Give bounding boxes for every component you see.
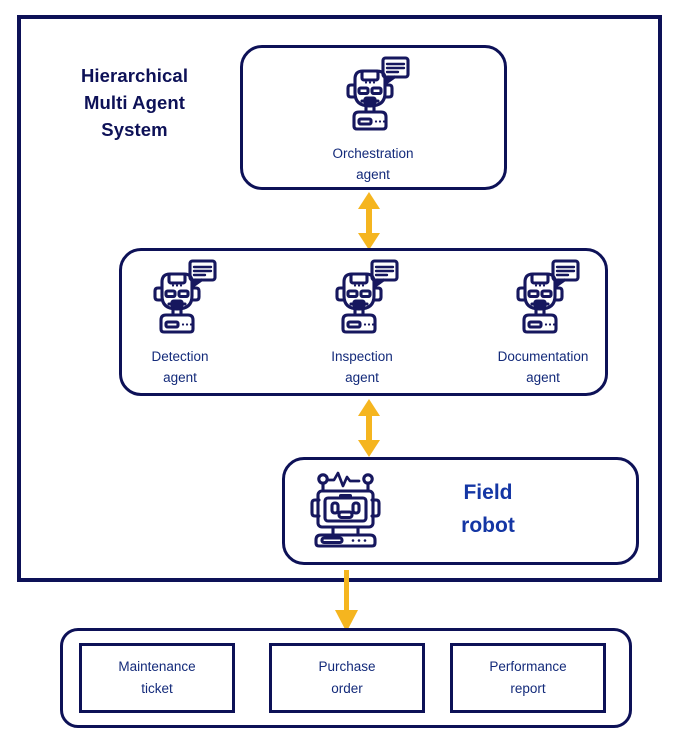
chatbot-agent-icon bbox=[128, 258, 232, 343]
field-robot-icon bbox=[308, 470, 388, 553]
orchestration-agent-label-line-1: Orchestration bbox=[332, 146, 414, 161]
field-robot-label-line-2: robot bbox=[461, 513, 515, 537]
arrow-orchestration-to-agents bbox=[358, 192, 380, 250]
detection-agent-label-line-1: Detection bbox=[151, 349, 209, 364]
detection-agent-label-line-2: agent bbox=[163, 369, 197, 385]
detection-agent-cell[interactable]: Detection agent bbox=[128, 258, 232, 389]
arrow-field-robot-to-outputs bbox=[335, 570, 358, 632]
system-title-line-3: System bbox=[101, 118, 168, 140]
documentation-agent-label-line-1: Documentation bbox=[497, 349, 589, 364]
orchestration-agent-label: Orchestration agent bbox=[303, 144, 443, 186]
output-box-purchase-order[interactable]: Purchase order bbox=[269, 643, 425, 713]
output-label: Performance report bbox=[489, 656, 566, 699]
inspection-agent-label-line-1: Inspection bbox=[331, 349, 393, 364]
system-title: Hierarchical Multi Agent System bbox=[52, 63, 217, 143]
output-label-line-1: Purchase bbox=[318, 659, 376, 675]
documentation-agent-label-line-2: agent bbox=[526, 369, 560, 385]
inspection-agent-label-line-2: agent bbox=[345, 369, 379, 385]
field-robot-label: Field robot bbox=[423, 477, 553, 542]
system-title-line-2: Multi Agent bbox=[83, 91, 186, 113]
output-label-line-2: ticket bbox=[141, 681, 173, 696]
field-robot-label-line-1: Field bbox=[463, 481, 513, 504]
output-box-performance-report[interactable]: Performance report bbox=[450, 643, 606, 713]
orchestration-agent-cell[interactable]: Orchestration agent bbox=[303, 55, 443, 186]
system-title-line-1: Hierarchical bbox=[80, 65, 189, 86]
output-label: Maintenance ticket bbox=[118, 656, 195, 699]
chatbot-agent-icon bbox=[487, 258, 599, 343]
output-label: Purchase order bbox=[318, 656, 375, 699]
chatbot-agent-icon bbox=[310, 258, 414, 343]
inspection-agent-cell[interactable]: Inspection agent bbox=[310, 258, 414, 389]
output-box-maintenance-ticket[interactable]: Maintenance ticket bbox=[79, 643, 235, 713]
documentation-agent-label: Documentation agent bbox=[487, 347, 599, 389]
chatbot-agent-icon bbox=[303, 55, 443, 140]
inspection-agent-label: Inspection agent bbox=[310, 347, 414, 389]
orchestration-agent-label-line-2: agent bbox=[356, 166, 390, 182]
output-label-line-1: Maintenance bbox=[118, 659, 196, 675]
arrow-agents-to-field-robot bbox=[358, 399, 380, 457]
output-label-line-1: Performance bbox=[489, 659, 567, 675]
detection-agent-label: Detection agent bbox=[128, 347, 232, 389]
orchestration-agent-box[interactable] bbox=[240, 45, 507, 190]
documentation-agent-cell[interactable]: Documentation agent bbox=[487, 258, 599, 389]
output-label-line-2: report bbox=[510, 681, 546, 696]
output-label-line-2: order bbox=[331, 681, 363, 696]
